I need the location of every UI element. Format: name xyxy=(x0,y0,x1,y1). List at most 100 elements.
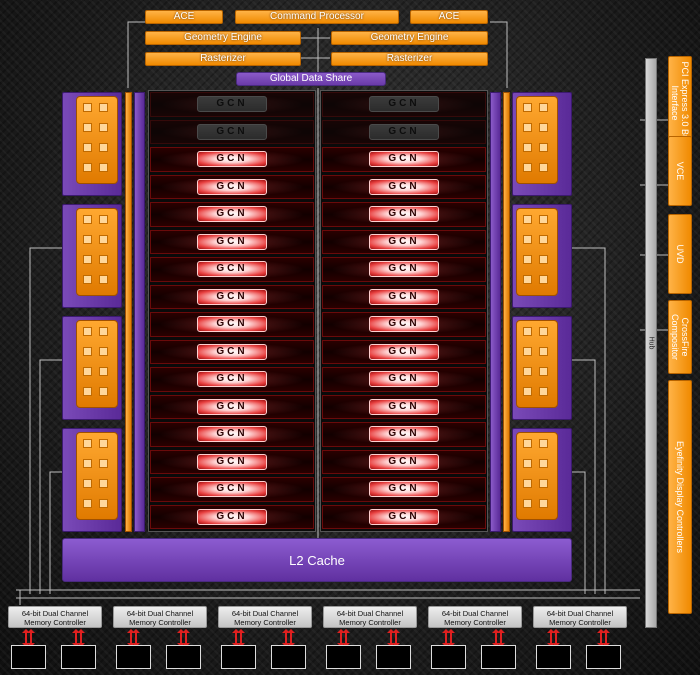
memory-arrow xyxy=(27,629,35,647)
cu-cell xyxy=(83,123,92,132)
gcn-row: GCN xyxy=(150,229,314,254)
memory-chip xyxy=(221,645,256,669)
l2-cache-box: L2 Cache xyxy=(62,538,572,582)
left-purple-bar xyxy=(134,92,145,532)
gcn-row: GCN xyxy=(322,477,486,502)
gcn-label: GCN xyxy=(197,508,267,525)
gcn-label: GCN xyxy=(197,453,267,470)
cu-cell xyxy=(99,387,108,396)
gcn-row: GCN xyxy=(322,312,486,337)
geometry-engine-left-box: Geometry Engine xyxy=(145,31,301,45)
cu-orange-block xyxy=(516,96,558,184)
cu-cell xyxy=(83,327,92,336)
gcn-row: GCN xyxy=(322,257,486,282)
rasterizer-right-box: Rasterizer xyxy=(331,52,488,66)
cu-cell xyxy=(83,347,92,356)
gcn-row: GCN xyxy=(150,394,314,419)
gcn-row: GCN xyxy=(150,147,314,172)
cu-cell xyxy=(539,479,548,488)
gcn-row: GCN xyxy=(322,174,486,199)
eyefinity-box: Eyefinity Display Controllers xyxy=(668,380,692,614)
cu-cell xyxy=(523,235,532,244)
memory-arrow xyxy=(602,629,610,647)
memory-chip xyxy=(376,645,411,669)
gcn-label: GCN xyxy=(369,316,439,332)
memory-arrow xyxy=(132,629,140,647)
compute-unit-group xyxy=(512,316,572,420)
cu-cell xyxy=(523,387,532,396)
cu-cell xyxy=(83,163,92,172)
ace-left-box: ACE xyxy=(145,10,223,24)
cu-cell xyxy=(523,347,532,356)
cu-cell xyxy=(523,479,532,488)
cu-cell xyxy=(539,163,548,172)
cu-cell xyxy=(99,459,108,468)
gcn-row: GCN xyxy=(150,119,314,144)
memory-chip xyxy=(431,645,466,669)
gcn-row: GCN xyxy=(322,449,486,474)
rasterizer-left-box: Rasterizer xyxy=(145,52,301,66)
gcn-row: GCN xyxy=(150,477,314,502)
crossfire-box: CrossFire Compositor xyxy=(668,300,692,374)
hub-label: Hub xyxy=(647,336,655,350)
memory-chip xyxy=(481,645,516,669)
memory-arrow xyxy=(237,629,245,647)
cu-cell xyxy=(523,255,532,264)
cu-cell xyxy=(539,439,548,448)
gcn-label: GCN xyxy=(197,206,267,222)
cu-cell xyxy=(539,235,548,244)
cu-cell xyxy=(539,499,548,508)
cu-cell xyxy=(99,255,108,264)
gcn-label: GCN xyxy=(369,178,439,195)
cu-cell xyxy=(99,275,108,284)
memory-arrow xyxy=(182,629,190,647)
gcn-label: GCN xyxy=(197,123,267,140)
cu-orange-block xyxy=(76,96,118,184)
cu-cell xyxy=(523,103,532,112)
cu-cell xyxy=(83,499,92,508)
gcn-label: GCN xyxy=(369,206,439,222)
cu-cell xyxy=(99,499,108,508)
gcn-label: GCN xyxy=(369,288,439,305)
cu-cell xyxy=(83,387,92,396)
gcn-label: GCN xyxy=(197,261,267,277)
memory-chip xyxy=(326,645,361,669)
cu-orange-block xyxy=(516,432,558,520)
right-orange-bar xyxy=(503,92,510,532)
gcn-row: GCN xyxy=(322,147,486,172)
cu-cell xyxy=(99,215,108,224)
cu-cell xyxy=(83,479,92,488)
memory-chip xyxy=(166,645,201,669)
cu-cell xyxy=(539,459,548,468)
cu-cell xyxy=(539,215,548,224)
gcn-row: GCN xyxy=(322,394,486,419)
cu-cell xyxy=(83,275,92,284)
cu-cell xyxy=(83,215,92,224)
eyefinity-label: Eyefinity Display Controllers xyxy=(675,440,685,554)
uvd-label: UVD xyxy=(675,244,685,264)
cu-cell xyxy=(539,347,548,356)
gcn-label: GCN xyxy=(369,426,439,442)
cu-cell xyxy=(83,103,92,112)
cu-cell xyxy=(523,215,532,224)
gcn-row: GCN xyxy=(322,367,486,392)
gcn-row: GCN xyxy=(150,202,314,227)
vce-box: VCE xyxy=(668,136,692,206)
gcn-row: GCN xyxy=(322,284,486,309)
cu-orange-block xyxy=(516,320,558,408)
cu-cell xyxy=(523,163,532,172)
gcn-label: GCN xyxy=(369,261,439,277)
memory-controller-box: 64-bit Dual Channel Memory Controller xyxy=(218,606,312,628)
memory-arrow xyxy=(552,629,560,647)
gcn-label: GCN xyxy=(369,343,439,360)
command-processor-box: Command Processor xyxy=(235,10,399,24)
cu-cell xyxy=(99,439,108,448)
memory-chip xyxy=(116,645,151,669)
gcn-row: GCN xyxy=(150,257,314,282)
cu-cell xyxy=(539,123,548,132)
cu-cell xyxy=(523,327,532,336)
gcn-glow xyxy=(331,122,477,141)
gcn-row: GCN xyxy=(322,92,486,117)
